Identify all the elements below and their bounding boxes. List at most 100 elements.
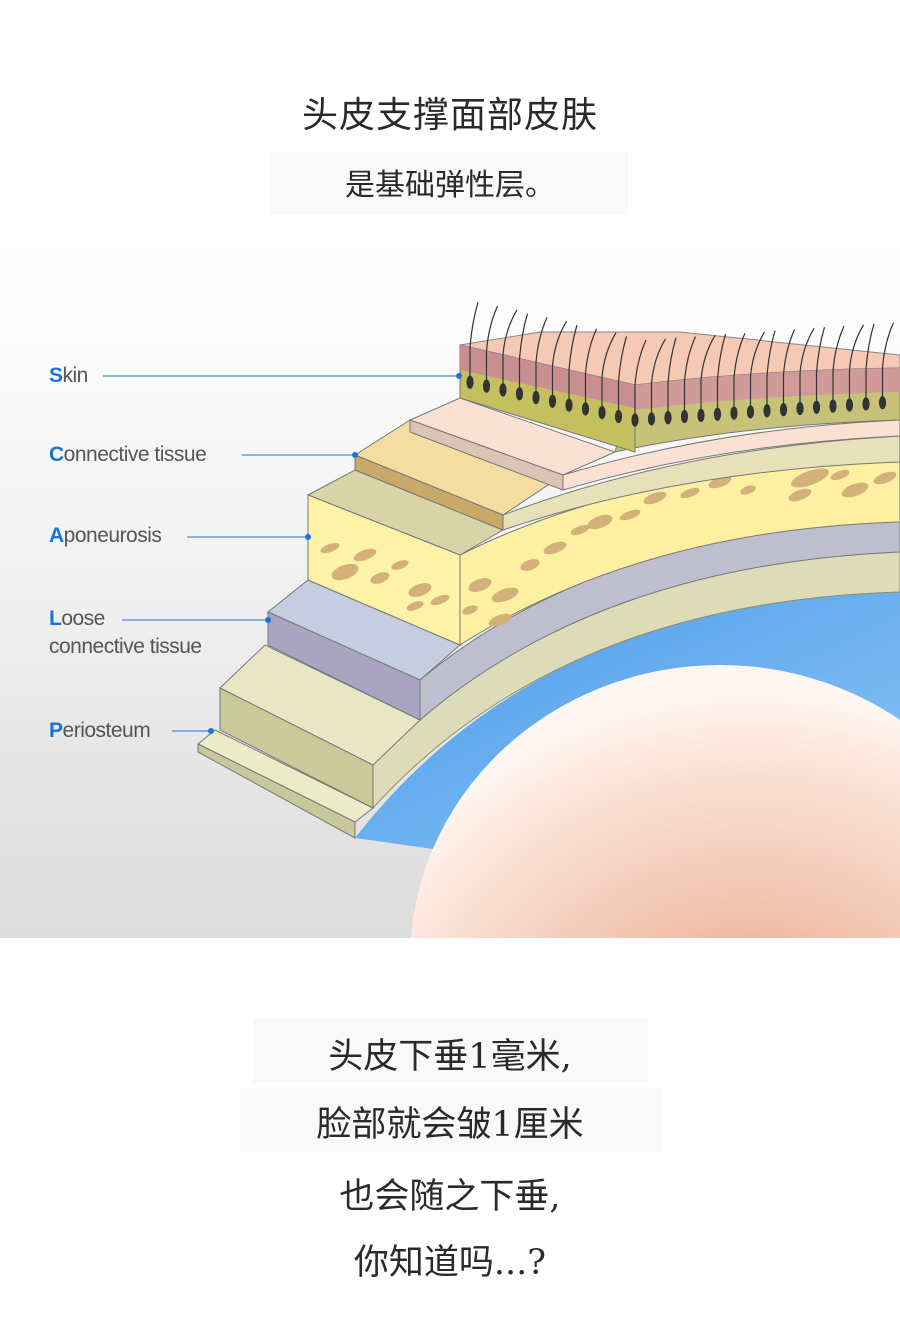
label-loose-connective-tissue: Loose connective tissue <box>49 605 202 661</box>
fat-spot <box>331 563 359 581</box>
label-text: Skin <box>49 364 88 387</box>
hair <box>799 328 815 409</box>
hair-follicle <box>812 400 821 414</box>
loose-band <box>419 519 900 722</box>
hair-follicle <box>581 402 590 416</box>
hair-follicle <box>548 394 557 408</box>
fat-spot <box>406 601 424 611</box>
hair-follicle <box>680 409 689 424</box>
hair-follicle <box>466 375 474 389</box>
fat-spot <box>788 488 812 502</box>
fat-spot <box>873 471 897 485</box>
fat-spot <box>841 482 869 498</box>
head <box>410 665 900 938</box>
fat-spot <box>543 541 567 555</box>
fat-spot <box>520 559 540 571</box>
hair-follicle <box>779 403 788 417</box>
footer-line2-backdrop <box>240 1088 662 1152</box>
label-text: Loose <box>49 607 105 630</box>
fat-spot <box>353 548 377 562</box>
hair-follicle <box>598 406 606 420</box>
hair-follicle <box>515 387 524 401</box>
hair-follicle <box>829 399 837 413</box>
label-text: Periosteum <box>49 719 151 742</box>
hair-strands <box>466 302 895 427</box>
hair-follicle <box>845 398 854 412</box>
periosteum-upper-front <box>219 687 374 809</box>
hair <box>617 336 628 417</box>
hair-follicle <box>647 412 656 426</box>
connective-band <box>502 435 900 531</box>
hair <box>716 334 727 415</box>
hair-follicle <box>730 406 738 420</box>
aponeurosis-step-front <box>307 494 461 646</box>
label-skin: Skin <box>49 362 88 390</box>
label-periosteum: Periosteum <box>49 717 151 745</box>
footer-line1-backdrop <box>253 1018 648 1082</box>
hair <box>683 336 697 417</box>
hair-follicle <box>499 383 507 397</box>
hair <box>733 332 746 414</box>
hair <box>650 338 667 419</box>
fat-spot <box>570 524 590 536</box>
hair-follicle <box>763 404 771 418</box>
hair-follicle <box>631 413 639 427</box>
dermis-band <box>562 419 900 491</box>
label-connective-tissue: Connective tissue <box>49 441 207 469</box>
footer-line: 脸部就会皱1厘米 <box>316 1105 584 1145</box>
page-title: 头皮支撑面部皮肤 <box>301 95 598 136</box>
label-aponeurosis: Aponeurosis <box>49 522 162 550</box>
fat-spot <box>370 572 390 584</box>
hair-follicle <box>664 411 672 425</box>
hair <box>584 328 598 409</box>
label-text: connective tissue <box>49 635 202 658</box>
subtitle-backdrop <box>270 152 628 215</box>
fat-spot <box>320 542 340 554</box>
footer-line: 也会随之下垂, <box>339 1177 561 1217</box>
page-subtitle: 是基础弹性层。 <box>345 168 555 203</box>
hair <box>667 337 677 418</box>
hair <box>782 329 796 410</box>
fat-spot <box>643 491 667 505</box>
scalp-layers-illustration <box>103 302 900 938</box>
hair <box>865 323 875 404</box>
fat-spot <box>680 487 700 499</box>
hair <box>469 302 479 383</box>
hair-follicle <box>862 397 870 411</box>
hair <box>848 324 865 405</box>
footer-line: 头皮下垂1毫米, <box>328 1037 572 1077</box>
hair-follicle <box>796 401 804 416</box>
hair-follicle <box>482 379 491 393</box>
hair <box>502 309 518 390</box>
hair <box>832 325 845 407</box>
fat-spot <box>430 594 450 606</box>
hair <box>485 305 499 387</box>
leader-lines <box>103 373 462 734</box>
fat-spot <box>587 514 613 530</box>
fat-spot <box>391 560 409 570</box>
fat-spot <box>468 578 492 592</box>
hair-follicle <box>746 405 755 419</box>
fat-spot <box>488 613 512 627</box>
hair <box>815 327 826 408</box>
fat-spot <box>740 485 756 495</box>
fat-spots <box>320 468 897 627</box>
label-text: Connective tissue <box>49 443 207 466</box>
hair <box>601 332 617 413</box>
hair-follicle <box>565 398 573 412</box>
fat-spot <box>408 583 432 597</box>
fat-spot <box>708 475 732 489</box>
hair <box>551 320 568 402</box>
hair <box>518 313 529 394</box>
hair-follicle <box>614 409 623 424</box>
hair <box>700 335 716 416</box>
hair <box>749 331 766 412</box>
hair <box>634 339 647 420</box>
periosteum-step-front <box>197 743 356 839</box>
hair-follicle <box>878 396 887 410</box>
hair-follicle <box>532 390 540 405</box>
fat-spot <box>462 605 478 615</box>
hair <box>881 322 895 403</box>
hair-follicle <box>713 407 722 421</box>
scalp-layers-diagram: Skin Connective tissue Aponeurosis Loose… <box>0 240 900 938</box>
